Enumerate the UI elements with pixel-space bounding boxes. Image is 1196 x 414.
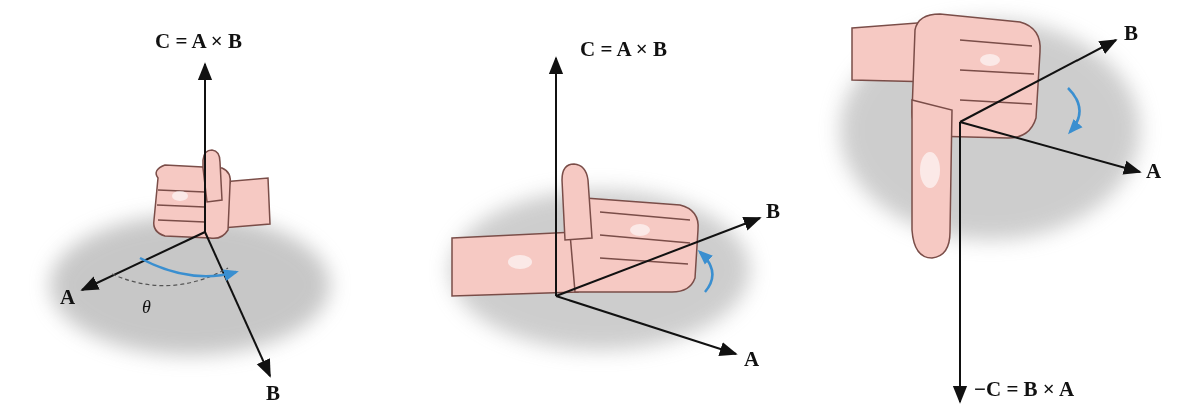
right-hand [154, 150, 270, 238]
vector-label: B [766, 200, 780, 223]
vector-label: B [1124, 22, 1138, 45]
right-hand [452, 164, 698, 296]
vector-label: A [744, 348, 759, 371]
rotation-arrow [700, 252, 712, 292]
vector-equation: C = A × B [155, 30, 242, 53]
vector-arrow [82, 64, 270, 376]
vector-label: A [1146, 160, 1161, 183]
rotation-arrow [140, 258, 236, 276]
rotation-arrow [1068, 88, 1080, 132]
angle-label: θ [142, 298, 151, 318]
vector-arrow [556, 58, 760, 354]
vector-label: A [60, 286, 75, 309]
vector-equation: C = A × B [580, 38, 667, 61]
vector-equation: −C = B × A [974, 378, 1074, 401]
vector-label: B [266, 382, 280, 405]
shadow [50, 20, 1140, 355]
vector-arrow [960, 40, 1140, 402]
